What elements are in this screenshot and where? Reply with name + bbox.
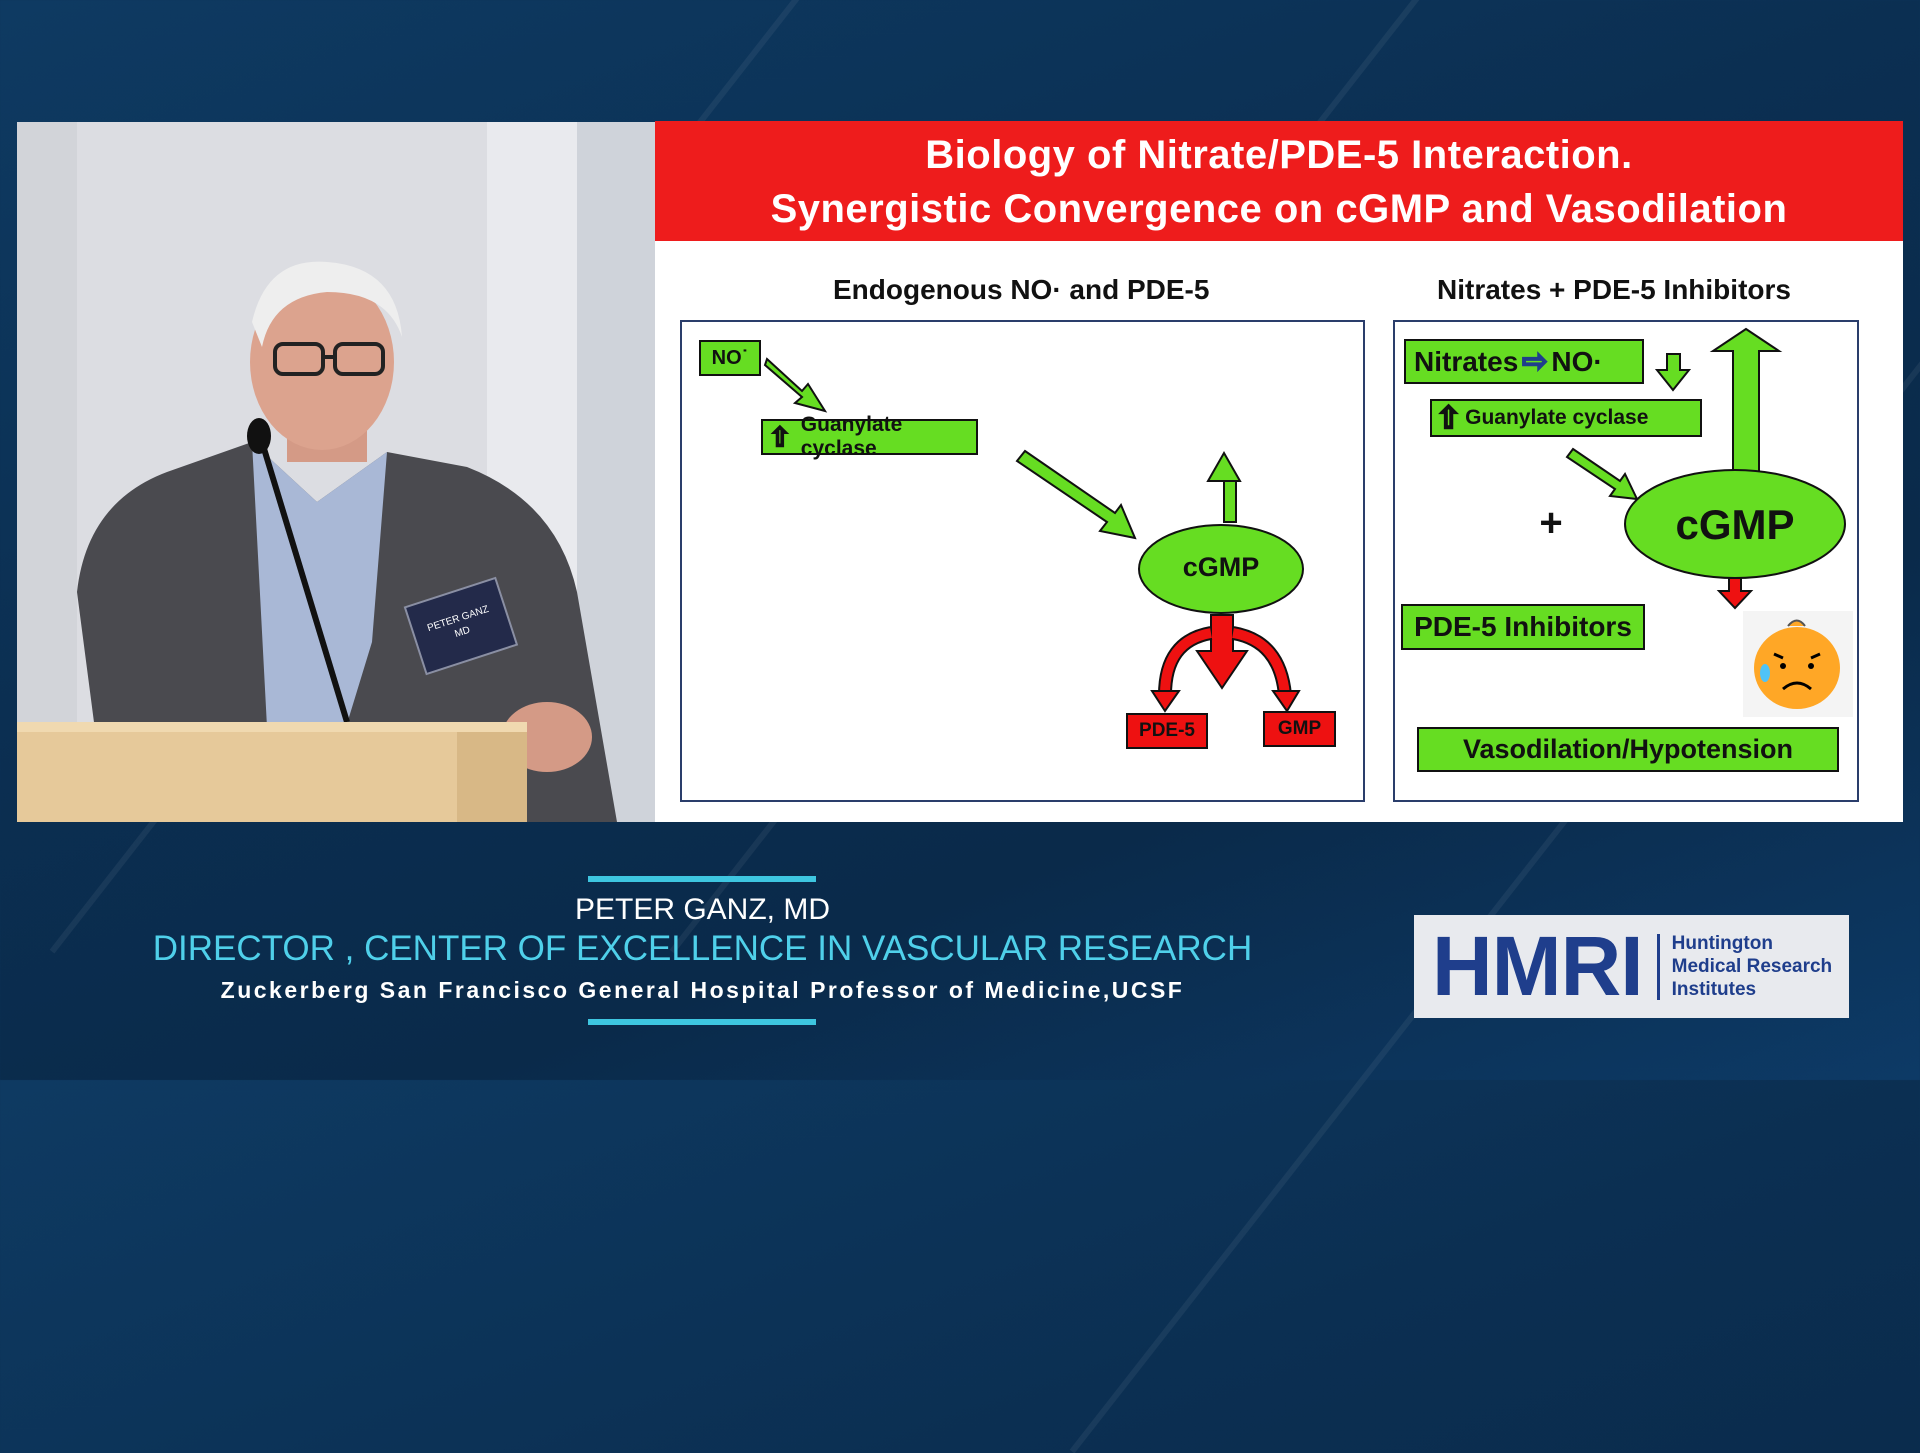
hmri-logo-mark: HMRI <box>1432 919 1644 1013</box>
guanylate-cyclase-box-right: ⇧ Guanylate cyclase <box>1430 399 1702 437</box>
diagram-arrows <box>763 327 1853 717</box>
hmri-logo: HMRI Huntington Medical Research Institu… <box>1414 915 1849 1018</box>
up-arrow-icon: ⇧ <box>1435 401 1462 436</box>
slide-title-line-2: Synergistic Convergence on cGMP and Vaso… <box>770 187 1788 231</box>
nitrates-label: Nitrates <box>1414 345 1519 377</box>
arrow-gc-to-cgmp-right <box>1565 447 1639 501</box>
pde5-inhibitors-box: PDE-5 Inhibitors <box>1401 604 1645 650</box>
vasodilation-hypotension-box: Vasodilation/Hypotension <box>1417 727 1839 772</box>
guanylate-cyclase-box-left: ⇧ Guanylate cyclase <box>761 413 978 460</box>
slide-title-banner: Biology of Nitrate/PDE-5 Interaction. Sy… <box>655 121 1903 241</box>
nitrates-no-box: Nitrates ⇨ NO· <box>1404 339 1644 384</box>
worried-face-icon <box>1743 611 1853 717</box>
badge-credential: MD <box>453 625 471 640</box>
up-arrow-icon: ⇧ <box>768 421 791 453</box>
arrow-cgmp-up <box>1206 450 1242 523</box>
logo-line-3: Institutes <box>1671 979 1757 1000</box>
cgmp-label-left: cGMP <box>1182 552 1260 582</box>
pde5-box: PDE-5 <box>1126 713 1208 749</box>
arrow-gc-to-cgmp <box>1015 449 1137 540</box>
presentation-slide: Biology of Nitrate/PDE-5 Interaction. Sy… <box>655 121 1903 822</box>
arrow-cgmp-down-red <box>1195 614 1249 690</box>
speaker-role: DIRECTOR , CENTER OF EXCELLENCE IN VASCU… <box>152 929 1253 968</box>
arrow-no-to-gc <box>763 357 828 413</box>
right-arrow-icon: ⇨ <box>1522 344 1549 379</box>
speaker-video-illustration: PETER GANZ MD <box>17 122 655 822</box>
arrow-cgmp-down-small-red <box>1716 577 1754 610</box>
slide-title-line-1: Biology of Nitrate/PDE-5 Interaction. <box>925 133 1633 177</box>
lower-third-bottom-bar <box>588 1019 816 1025</box>
logo-divider <box>1656 933 1660 1000</box>
cgmp-ellipse-left <box>1138 524 1304 614</box>
no-box-left: NO˙ <box>699 340 761 376</box>
lower-third-top-bar <box>588 876 816 882</box>
speaker-affiliation: Zuckerberg San Francisco General Hospita… <box>220 977 1185 1003</box>
hmri-logo-text: Huntington Medical Research Institutes <box>1672 932 1833 1001</box>
right-panel-title: Nitrates + PDE-5 Inhibitors <box>1437 274 1791 305</box>
speaker-name: PETER GANZ, MD <box>574 893 830 926</box>
plus-sign: + <box>1539 501 1563 545</box>
guanylate-cyclase-label-right: Guanylate cyclase <box>1465 406 1649 429</box>
logo-line-1: Huntington <box>1671 933 1773 954</box>
cgmp-label-right: cGMP <box>1675 501 1795 548</box>
speaker-video: PETER GANZ MD <box>17 122 655 822</box>
arrow-cgmp-up-large <box>1709 327 1783 474</box>
no-label-right: NO· <box>1551 345 1603 377</box>
guanylate-cyclase-label-left: Guanylate cyclase <box>800 413 903 460</box>
logo-line-2: Medical Research <box>1671 956 1833 977</box>
left-panel-title: Endogenous NO· and PDE-5 <box>833 274 1210 305</box>
arrow-no-down <box>1654 353 1692 392</box>
gmp-box: GMP <box>1263 711 1336 747</box>
